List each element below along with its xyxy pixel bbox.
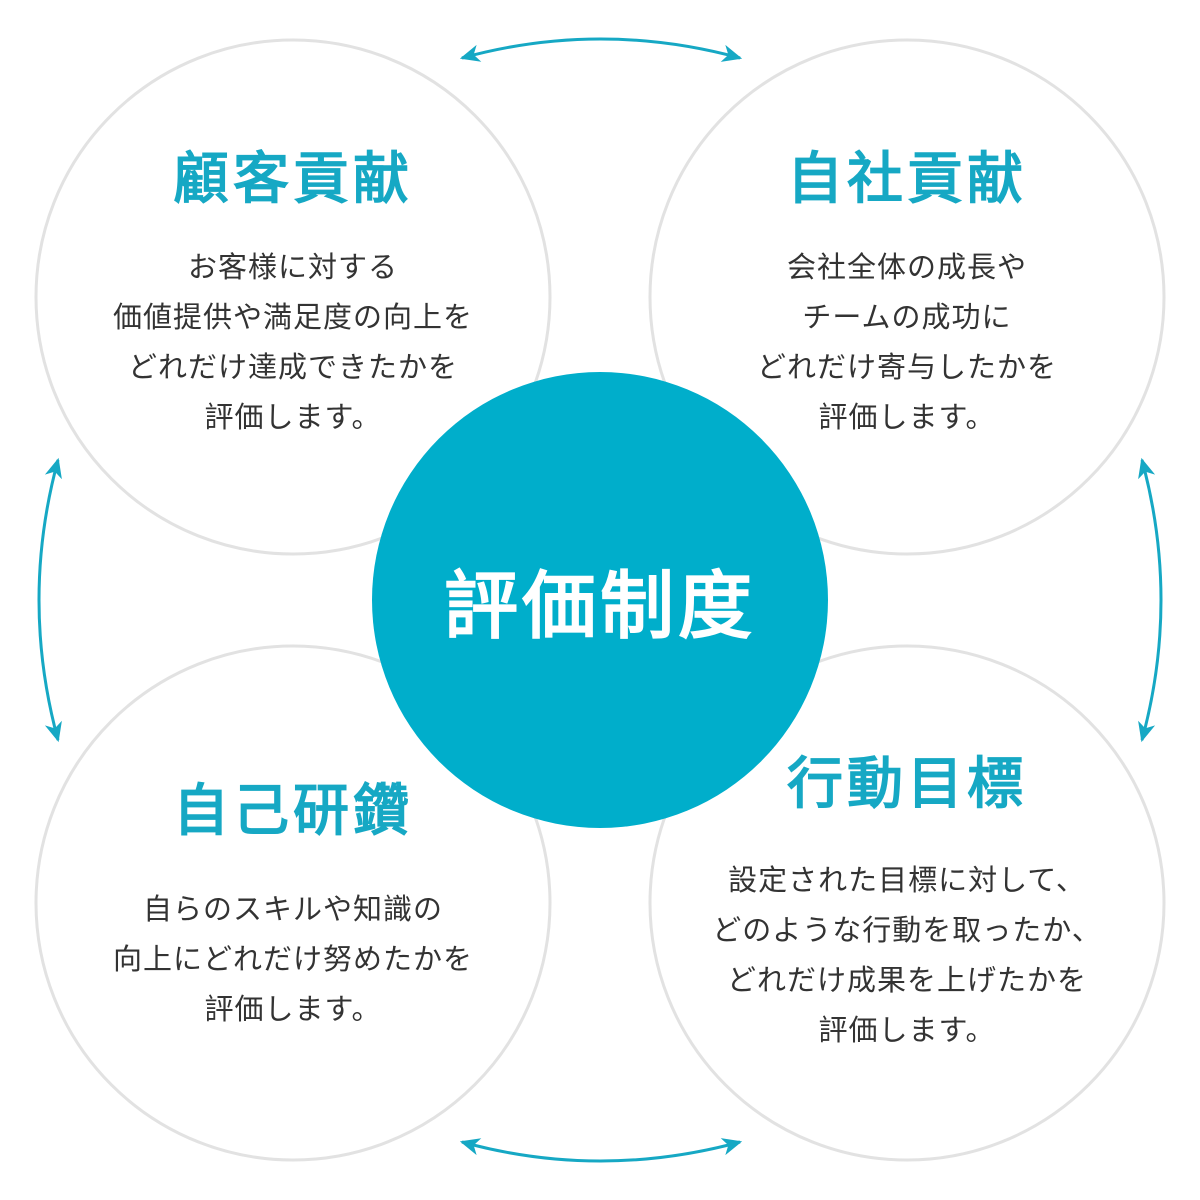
company-contribution-block: 自社貢献 会社全体の成長や チームの成功に どれだけ寄与したかを 評価します。 xyxy=(757,148,1057,442)
text-line: 評価します。 xyxy=(204,400,382,434)
text-line: どれだけ達成できたかを xyxy=(127,350,459,384)
arrow-top xyxy=(459,37,743,62)
text-line: 評価します。 xyxy=(204,992,382,1026)
action-goals-text: 設定された目標に対して、 どのような行動を取ったか、 どれだけ成果を上げたかを … xyxy=(712,855,1101,1055)
self-development-title: 自己研鑽 xyxy=(172,779,413,844)
company-contribution-text: 会社全体の成長や チームの成功に どれだけ寄与したかを 評価します。 xyxy=(757,242,1057,442)
self-development-block: 自己研鑽 自らのスキルや知識の 向上にどれだけ努めたかを 評価します。 xyxy=(113,780,473,1034)
text-line: 評価します。 xyxy=(818,400,996,434)
text-line: 価値提供や満足度の向上を xyxy=(112,300,474,334)
action-goals-block: 行動目標 設定された目標に対して、 どのような行動を取ったか、 どれだけ成果を上… xyxy=(712,753,1101,1055)
self-development-text: 自らのスキルや知識の 向上にどれだけ努めたかを 評価します。 xyxy=(113,884,473,1034)
arrow-left xyxy=(37,457,62,743)
customer-contribution-block: 顧客貢献 お客様に対する 価値提供や満足度の向上を どれだけ達成できたかを 評価… xyxy=(113,148,473,442)
center-label: 評価制度 xyxy=(444,563,756,650)
customer-contribution-text: お客様に対する 価値提供や満足度の向上を どれだけ達成できたかを 評価します。 xyxy=(113,242,473,442)
text-line: どれだけ寄与したかを xyxy=(756,350,1058,384)
center-circle xyxy=(372,372,828,828)
company-contribution-title: 自社貢献 xyxy=(786,147,1027,212)
customer-contribution-title: 顧客貢献 xyxy=(172,147,413,212)
arrow-bottom xyxy=(459,1138,743,1163)
text-line: どのような行動を取ったか、 xyxy=(712,913,1102,947)
circle-customer-contribution xyxy=(34,38,552,556)
text-line: 向上にどれだけ努めたかを xyxy=(112,942,474,976)
circle-action-goals xyxy=(648,644,1166,1162)
text-line: お客様に対する xyxy=(187,250,399,284)
text-line: どれだけ成果を上げたかを xyxy=(726,963,1088,997)
action-goals-title: 行動目標 xyxy=(786,752,1027,817)
circle-company-contribution xyxy=(648,38,1166,556)
text-line: 会社全体の成長や xyxy=(786,250,1028,284)
text-line: 自らのスキルや知識の xyxy=(142,892,444,926)
text-line: 評価します。 xyxy=(818,1013,996,1047)
text-line: チームの成功に xyxy=(802,300,1012,334)
text-line: 設定された目標に対して、 xyxy=(728,863,1086,897)
circle-self-development xyxy=(34,644,552,1162)
arrow-right xyxy=(1138,457,1163,743)
